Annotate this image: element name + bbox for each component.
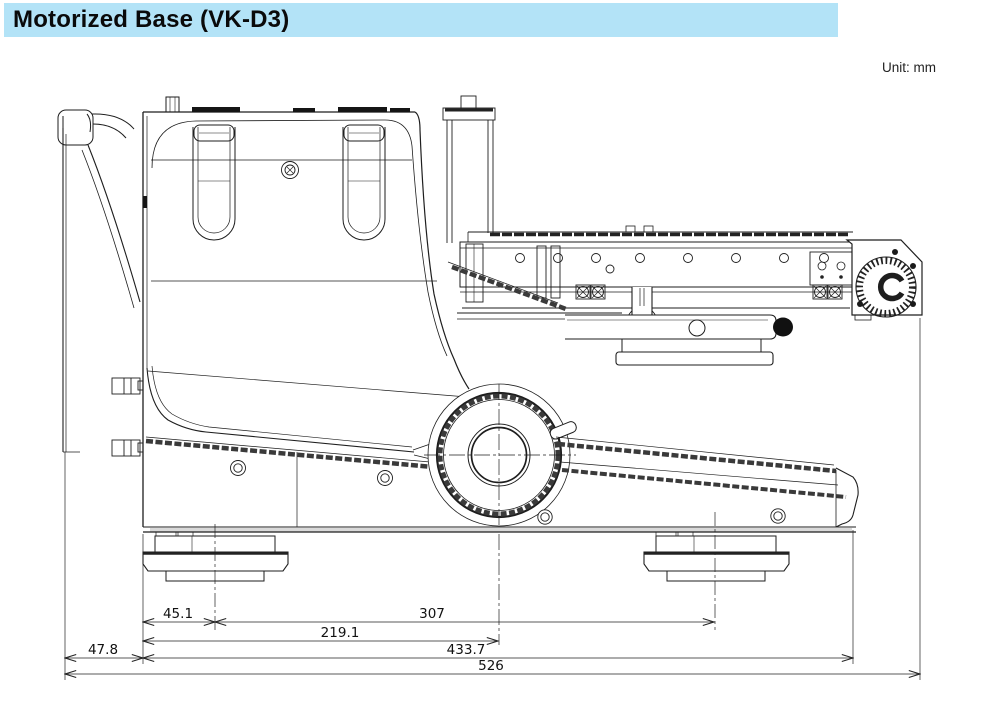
rotation-hub xyxy=(424,383,577,645)
hanging-slot-right xyxy=(342,124,386,241)
top-mount-tabs xyxy=(143,107,410,208)
page-title: Motorized Base (VK-D3) xyxy=(13,6,290,33)
dimension-label-526: 526 xyxy=(478,658,504,674)
dimension-label-45-1: 45.1 xyxy=(163,606,193,622)
dimension-lines: 45.1 307 219.1 47.8 433.7 526 xyxy=(65,318,920,680)
dial-corner-screws xyxy=(857,249,916,307)
center-crosshair xyxy=(424,384,576,645)
dimension-arrows xyxy=(65,622,920,674)
connector-blocks xyxy=(575,284,843,300)
stage-holes xyxy=(515,253,829,274)
rear-connector-blocks xyxy=(111,377,144,457)
base-wedge-right xyxy=(143,436,859,533)
support-column xyxy=(442,95,496,243)
dimension-label-433-7: 433.7 xyxy=(447,642,486,658)
adjustment-dial xyxy=(845,239,923,321)
dimension-label-47-8: 47.8 xyxy=(88,642,118,658)
hanging-slot-left xyxy=(192,124,236,241)
main-body xyxy=(142,96,470,527)
rear-handle xyxy=(57,109,141,453)
extension-lines xyxy=(64,318,921,680)
stage-base-plates xyxy=(615,338,774,366)
left-foot xyxy=(142,531,289,582)
arm-knob xyxy=(773,317,793,337)
screw-body xyxy=(281,161,299,179)
right-foot xyxy=(643,531,790,582)
dimension-label-219-1: 219.1 xyxy=(321,625,360,641)
dimension-label-307: 307 xyxy=(419,606,445,622)
unit-label: Unit: mm xyxy=(882,60,936,75)
base-wedge-left xyxy=(145,370,493,527)
screw-hub xyxy=(537,509,553,525)
screw-base-mid xyxy=(377,470,393,486)
screw-base-right xyxy=(770,508,786,524)
section-title-bar: Motorized Base (VK-D3) xyxy=(4,3,838,37)
screw-base-left xyxy=(230,460,246,476)
fine-adjust-arm xyxy=(565,314,793,340)
